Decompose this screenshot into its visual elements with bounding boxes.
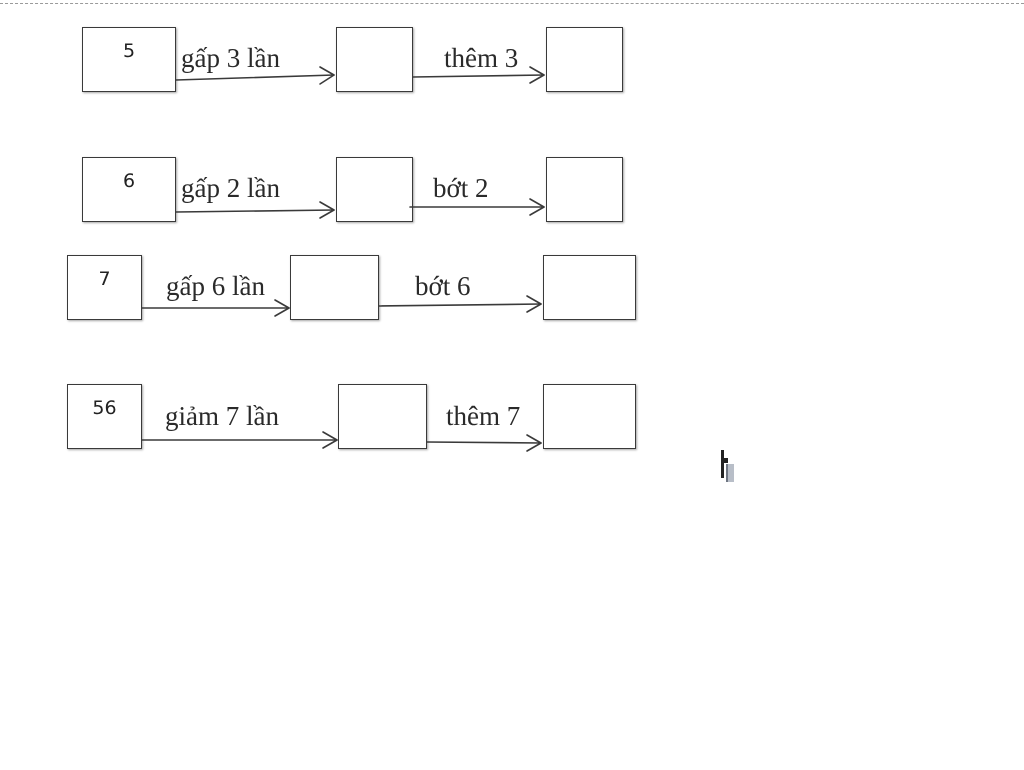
row2-start-value: 6 [122,170,136,192]
row3-end-box[interactable] [543,255,636,320]
row1-arrow-2 [412,66,545,84]
row1-op2-label: thêm 3 [444,43,519,73]
row2-op1-label: gấp 2 lần [181,173,280,203]
row3-arrow-2 [378,295,542,313]
row3-op2-label: bớt 6 [415,271,471,301]
row4-start-value: 56 [92,397,117,419]
row2-start-box: 6 [82,157,176,222]
row3-start-box: 7 [67,255,142,320]
row2-arrow-2 [409,198,545,216]
row3-start-value: 7 [98,268,111,290]
row2-op2-label: bớt 2 [433,173,489,203]
row1-mid-box[interactable] [336,27,413,92]
row4-arrow-2 [426,434,542,452]
row4-end-box[interactable] [543,384,636,449]
row1-end-box[interactable] [546,27,623,92]
row4-start-box: 56 [67,384,142,449]
page-top-rule [0,3,1024,4]
row3-arrow-1 [141,299,290,317]
row4-arrow-1 [141,431,338,449]
row3-mid-box[interactable] [290,255,379,320]
row1-start-value: 5 [122,40,136,62]
text-cursor-icon [721,450,734,482]
row1-start-box: 5 [82,27,176,92]
row4-op2-label: thêm 7 [446,401,521,431]
row2-mid-box[interactable] [336,157,413,222]
row1-op1-label: gấp 3 lần [181,43,280,73]
row4-mid-box[interactable] [338,384,427,449]
row3-op1-label: gấp 6 lần [166,271,265,301]
row1-arrow-1 [175,66,335,85]
row2-arrow-1 [175,201,335,219]
row4-op1-label: giảm 7 lần [165,401,279,431]
row2-end-box[interactable] [546,157,623,222]
